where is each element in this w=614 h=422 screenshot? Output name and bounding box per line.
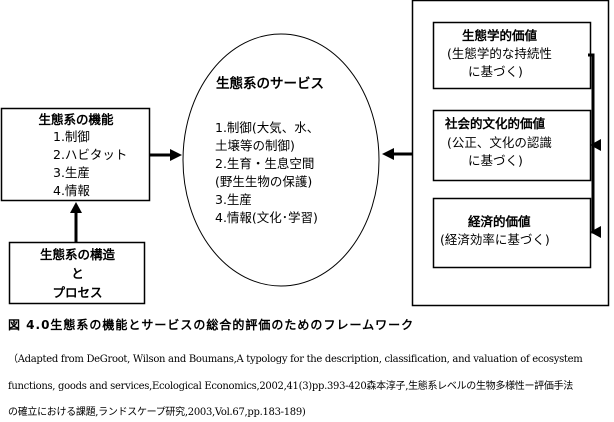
bracket-arrow-values [588, 53, 601, 238]
value-line: (生態学的な持続性 [447, 46, 552, 61]
reference-line: functions, goods and services,Ecological… [8, 381, 573, 392]
service-line: 3.生産 [215, 192, 252, 207]
value-line: (経済効率に基づく) [440, 232, 550, 247]
arrow-structure-to-functions [70, 202, 82, 242]
value-line: に基づく) [468, 64, 523, 79]
services-title: 生態系のサービス [216, 76, 324, 92]
value-title-ecological: 生態学的価値 [462, 28, 538, 43]
function-item: 2.ハビタット [53, 147, 128, 162]
service-line: 土壌等の制御) [215, 138, 295, 153]
service-line: 4.情報(文化･学習) [215, 210, 318, 225]
service-line: (野生生物の保護) [215, 174, 313, 189]
value-title-economic: 経済的価値 [468, 214, 531, 229]
function-item: 1.制御 [53, 129, 90, 144]
reference-line: （Adapted from DeGroot, Wilson and Bouman… [8, 354, 583, 365]
services-ellipse-border [182, 33, 380, 287]
structure-line: 生態系の構造 [39, 247, 115, 262]
structure-line: と [71, 266, 84, 281]
figure-caption: 図 4.0生態系の機能とサービスの総合的評価のためのフレームワーク [8, 318, 415, 332]
structure-line: プロセス [52, 285, 103, 300]
value-title-sociocultural: 社会的文化的価値 [445, 116, 546, 131]
reference-line: の確立における課題,ランドスケープ研究,2003,Vol.67,pp.183-1… [8, 407, 306, 418]
service-line: 1.制御(大気、水、 [215, 120, 320, 135]
value-box-border-3 [432, 197, 592, 269]
function-item: 3.生産 [53, 165, 90, 180]
service-line: 2.生育・生息空間 [215, 156, 315, 171]
value-line: に基づく) [468, 153, 523, 168]
arrow-functions-to-services [149, 149, 182, 161]
structure-box-border [8, 241, 146, 305]
functions-title: 生態系の機能 [38, 112, 114, 127]
value-box-border-2 [432, 109, 592, 182]
arrow-values-to-services [382, 148, 412, 160]
value-line: (公正、文化の認識 [447, 135, 552, 150]
function-item: 4.情報 [53, 183, 90, 198]
values-outer-box [411, 0, 610, 307]
